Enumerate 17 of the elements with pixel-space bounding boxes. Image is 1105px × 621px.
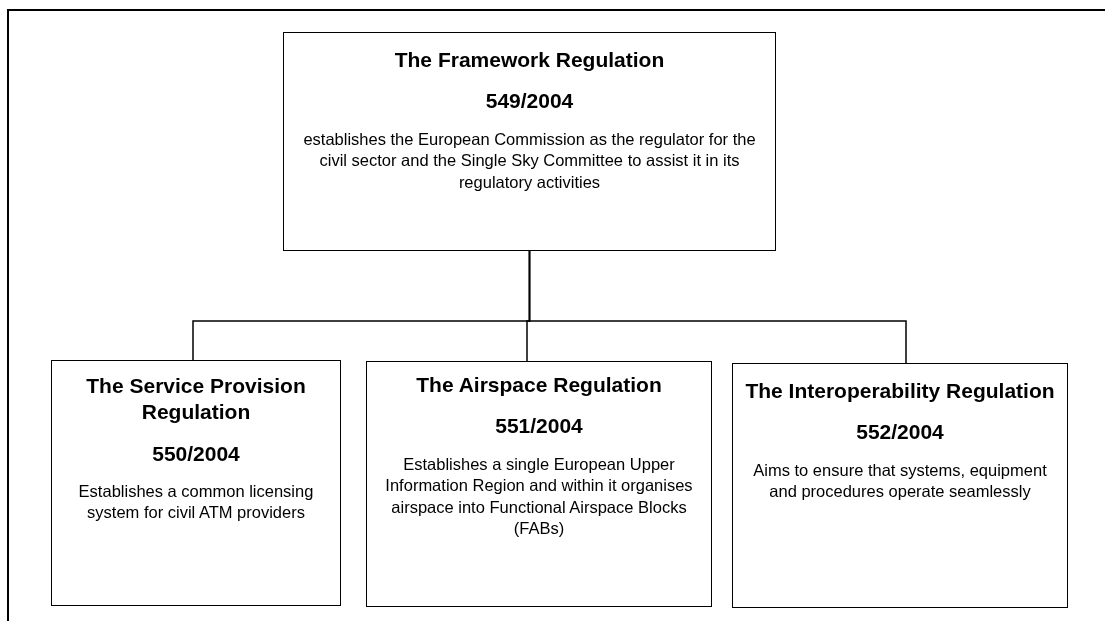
- regulation-box: [283, 32, 776, 251]
- regulation-number: 551/2004: [495, 413, 583, 440]
- regulation-number: 550/2004: [152, 440, 240, 467]
- regulation-number: 549/2004: [485, 88, 574, 115]
- box-description: establishes the European Commission as the regulator for the civil sector and the Single Sky Committee to assist it in its regulatory activities: [302, 128, 757, 193]
- box-heading: The Framework Regulation: [394, 47, 665, 73]
- regulation-box: [51, 360, 341, 606]
- box-description: Aims to ensure that systems, equipment and procedures operate seamlessly: [752, 459, 1048, 503]
- regulation-box: [732, 363, 1068, 608]
- box-description: Establishes a common licensing system for civil ATM providers: [77, 481, 315, 524]
- regulation-box: [366, 361, 712, 607]
- box-heading: The Interoperability Regulation: [745, 378, 1055, 404]
- connector-line: [528, 250, 907, 364]
- regulation-number: 552/2004: [856, 419, 944, 446]
- box-description: Establishes a single European Upper Information Region and within it organises airspace into Functional Airspace Blocks (FABs): [384, 453, 694, 540]
- box-heading: The Airspace Regulation: [416, 372, 662, 398]
- box-heading: The Service Provision Regulation: [85, 373, 307, 426]
